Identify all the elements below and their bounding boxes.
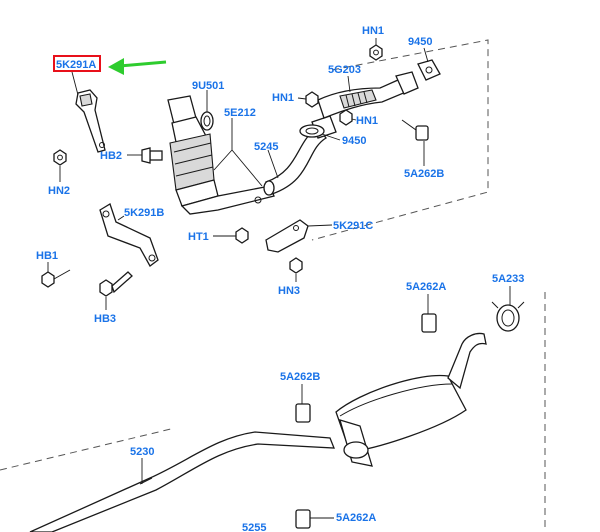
nut-hn1-top[interactable]	[369, 44, 383, 61]
callout-5k291c[interactable]: 5K291C	[333, 220, 373, 232]
callout-ht1[interactable]: HT1	[188, 231, 209, 243]
clamp-9u501[interactable]	[200, 111, 214, 131]
callout-5a262a-lower[interactable]: 5A262A	[336, 512, 376, 524]
callout-5255[interactable]: 5255	[242, 522, 266, 532]
nut-hn1-right[interactable]	[339, 109, 353, 126]
front-pipe-5245[interactable]	[263, 115, 337, 196]
callout-hb1[interactable]: HB1	[36, 250, 58, 262]
callout-hb2[interactable]: HB2	[100, 150, 122, 162]
bolt-hb3[interactable]	[99, 271, 133, 297]
callout-hn1-left[interactable]: HN1	[272, 92, 294, 104]
insulator-5a262b-upper[interactable]	[401, 119, 429, 141]
catalytic-converter-5e212[interactable]	[167, 95, 275, 215]
insulator-5a262a-upper[interactable]	[421, 313, 437, 333]
callout-labels: 5K291A HN2 HB2 9U501 5E212 5245 HN1 HN1 …	[36, 25, 524, 532]
insulator-5a262a-lower[interactable]	[295, 509, 311, 529]
clamp-5a233[interactable]	[491, 301, 525, 332]
bracket-5k291b[interactable]	[99, 203, 159, 267]
flex-pipe-5g203[interactable]	[317, 71, 419, 119]
callout-5a262b-lower[interactable]: 5A262B	[280, 371, 320, 383]
gasket-9450-lower[interactable]	[299, 124, 325, 138]
callout-5245[interactable]: 5245	[254, 141, 278, 153]
bracket-5k291c[interactable]	[265, 219, 309, 253]
callout-hn1-right[interactable]: HN1	[356, 115, 378, 127]
callout-9u501[interactable]: 9U501	[192, 80, 224, 92]
callout-hn3[interactable]: HN3	[278, 285, 300, 297]
callout-5k291b[interactable]: 5K291B	[124, 207, 164, 219]
callout-5a262b-upper[interactable]: 5A262B	[404, 168, 444, 180]
gasket-9450-upper[interactable]	[417, 59, 441, 81]
nut-hn3[interactable]	[289, 257, 303, 274]
insulator-5a262b-lower[interactable]	[295, 403, 311, 423]
callout-5a262a-upper[interactable]: 5A262A	[406, 281, 446, 293]
highlight-box	[53, 55, 101, 72]
pointer-arrow	[108, 58, 167, 75]
callout-5230[interactable]: 5230	[130, 446, 154, 458]
callout-hb3[interactable]: HB3	[94, 313, 116, 325]
bolt-hb1[interactable]	[41, 269, 71, 288]
intermediate-pipe-5230[interactable]	[29, 431, 335, 532]
callout-9450-lower[interactable]: 9450	[342, 135, 366, 147]
callout-5a233[interactable]: 5A233	[492, 273, 524, 285]
nut-hn1-left[interactable]	[305, 91, 319, 108]
callout-hn2[interactable]: HN2	[48, 185, 70, 197]
callout-5g203[interactable]: 5G203	[328, 64, 361, 76]
bolt-ht1[interactable]	[235, 227, 249, 244]
rear-pipe-section[interactable]	[339, 419, 373, 467]
rear-muffler-5255[interactable]	[335, 332, 487, 453]
bolt-hb2[interactable]	[141, 147, 163, 164]
bracket-5k291a[interactable]	[75, 89, 106, 153]
callout-5k291a[interactable]: 5K291A	[56, 59, 96, 71]
callout-hn1-top[interactable]: HN1	[362, 25, 384, 37]
callout-5e212[interactable]: 5E212	[224, 107, 256, 119]
callout-9450-upper[interactable]: 9450	[408, 36, 432, 48]
nut-hn2[interactable]	[53, 149, 67, 166]
assembly-outline	[0, 39, 546, 532]
